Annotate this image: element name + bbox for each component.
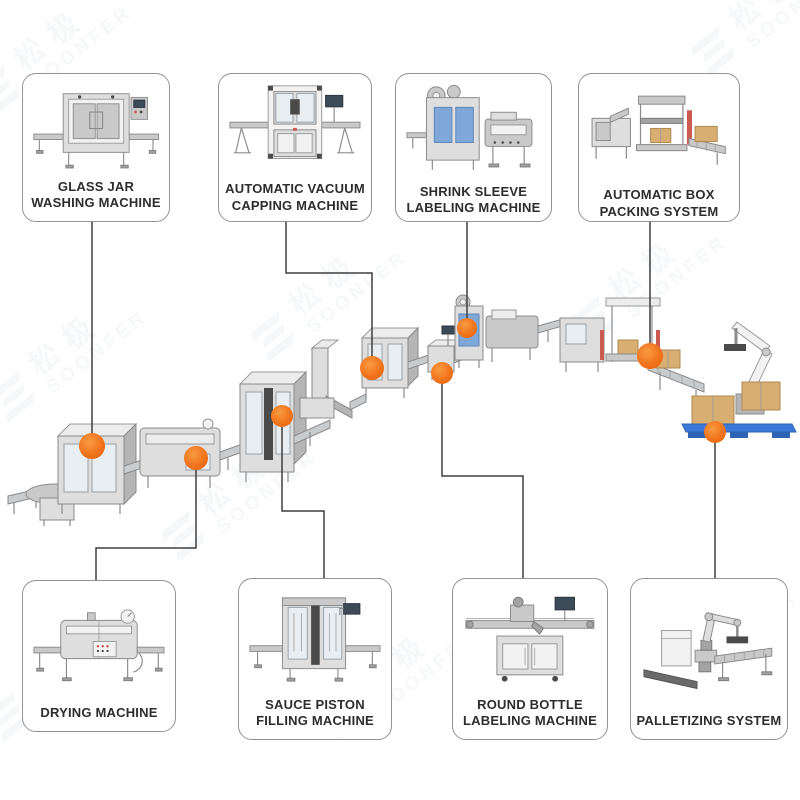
connection-dot-glass-jar-washing xyxy=(79,433,105,459)
vacuum-capping-machine-drawing xyxy=(229,85,361,159)
sleeve-labeler-body xyxy=(406,84,480,170)
connector-sauce-filling xyxy=(281,416,325,578)
line-box-packer xyxy=(559,297,661,372)
sauce-filling-machine-image xyxy=(248,587,382,697)
connection-dot-shrink-sleeve xyxy=(457,318,477,338)
glass-jar-washing-machine-drawing xyxy=(33,93,159,169)
packing-gantry xyxy=(636,95,688,152)
connection-dot-round-bottle xyxy=(431,362,453,384)
callout-label-shrink-sleeve: SHRINK SLEEVE LABELING MACHINE xyxy=(406,183,541,216)
filler-screen xyxy=(339,603,361,616)
connector-vacuum-capping xyxy=(285,222,373,368)
shrink-tunnel xyxy=(484,111,533,168)
palletizer-rail xyxy=(643,669,698,690)
callout-sauce-filling: SAUCE PISTON FILLING MACHINE xyxy=(238,578,392,740)
callout-label-drying: DRYING MACHINE xyxy=(40,705,158,721)
drying-machine-image xyxy=(32,589,166,705)
packing-out-conveyor xyxy=(687,110,727,165)
callout-box-packing: AUTOMATIC BOX PACKING SYSTEM xyxy=(578,73,740,222)
connection-dot-drying xyxy=(184,446,208,470)
line-sauce-filler xyxy=(238,370,331,482)
callout-label-box-packing: AUTOMATIC BOX PACKING SYSTEM xyxy=(599,187,719,219)
filler-side-conveyors xyxy=(249,645,381,669)
palletizing-system-image xyxy=(640,587,778,713)
round-bottle-labeling-machine-image xyxy=(462,587,598,697)
round-bottle-labeling-machine-drawing xyxy=(465,596,595,682)
capper-screen xyxy=(325,94,344,123)
box-packing-system-image xyxy=(588,82,729,187)
connection-dot-vacuum-capping xyxy=(360,356,384,380)
callout-glass-jar-washing: GLASS JAR WASHING MACHINE xyxy=(22,73,170,222)
washer-control-panel xyxy=(130,96,148,120)
callout-shrink-sleeve: SHRINK SLEEVE LABELING MACHINE xyxy=(395,73,552,222)
palletizing-system-drawing xyxy=(643,612,773,690)
callout-label-glass-jar-washing: GLASS JAR WASHING MACHINE xyxy=(31,178,161,211)
washer-cabinet xyxy=(62,93,130,169)
carton-erector xyxy=(591,107,632,159)
callout-label-sauce-filling: SAUCE PISTON FILLING MACHINE xyxy=(256,696,374,729)
labeler-head xyxy=(510,596,545,635)
palletizer-robot-arm xyxy=(694,612,749,663)
dryer-tunnel xyxy=(60,609,143,682)
palletizer-box xyxy=(661,630,692,667)
filler-cabinet xyxy=(282,597,347,682)
capper-frame xyxy=(267,85,323,159)
connector-round-bottle xyxy=(441,373,524,578)
callout-label-palletizing: PALLETIZING SYSTEM xyxy=(636,713,782,729)
line-elevator xyxy=(299,339,367,419)
callout-vacuum-capping: AUTOMATIC VACUUM CAPPING MACHINE xyxy=(218,73,372,222)
connection-dot-palletizing xyxy=(704,421,726,443)
callout-label-vacuum-capping: AUTOMATIC VACUUM CAPPING MACHINE xyxy=(225,181,365,214)
callout-drying: DRYING MACHINE xyxy=(22,580,176,732)
callout-round-bottle: ROUND BOTTLE LABELING MACHINE xyxy=(452,578,608,740)
vacuum-capping-machine-image xyxy=(228,82,362,181)
labeler-cabinet xyxy=(496,635,564,682)
connection-dot-sauce-filling xyxy=(271,405,293,427)
callout-label-round-bottle: ROUND BOTTLE LABELING MACHINE xyxy=(463,696,597,729)
box-packing-system-drawing xyxy=(591,95,727,165)
callout-palletizing: PALLETIZING SYSTEM xyxy=(630,578,788,740)
connection-dot-box-packing xyxy=(637,343,663,369)
drying-machine-drawing xyxy=(33,609,165,682)
shrink-sleeve-machine-image xyxy=(405,82,542,184)
labeler-screen xyxy=(554,596,576,621)
sauce-filling-machine-drawing xyxy=(249,597,381,682)
connector-drying xyxy=(95,458,197,580)
palletizer-roller-conveyor xyxy=(698,647,773,682)
glass-jar-washing-machine-image xyxy=(32,82,160,179)
dryer-side-conveyors xyxy=(33,646,165,672)
shrink-sleeve-machine-drawing xyxy=(406,84,533,170)
